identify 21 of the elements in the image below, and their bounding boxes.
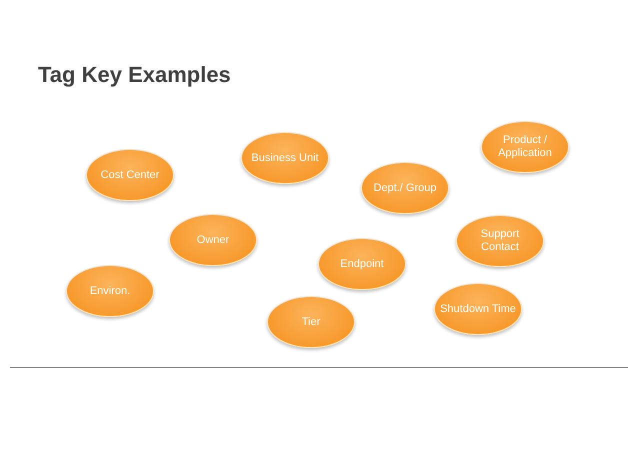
tag-ellipse	[66, 265, 154, 317]
tag-ellipse	[434, 283, 522, 335]
tag-key-label: Shutdown Time	[440, 302, 516, 316]
tag-ellipse	[267, 296, 355, 348]
tag-key-label: Dept./ Group	[374, 182, 436, 194]
tag-ellipse	[361, 162, 449, 214]
slide-title: Tag Key Examples	[38, 62, 231, 88]
tag-key-label: Owner	[196, 234, 230, 246]
tag-key-label: Product / Application	[497, 134, 553, 160]
tag-ellipse	[318, 238, 406, 290]
tag-ellipse	[241, 132, 329, 184]
tag-ellipse	[456, 215, 544, 267]
tag-ellipse	[481, 121, 569, 173]
tag-key-label: Support Contact	[480, 228, 520, 254]
tag-ellipse	[169, 214, 257, 266]
tag-ellipse	[86, 149, 174, 201]
tag-key-label: Business Unit	[251, 152, 319, 164]
tag-key-label: Environ.	[90, 284, 130, 298]
tag-key-label: Tier	[302, 316, 320, 328]
tag-key-label: Endpoint	[340, 258, 384, 270]
tag-key-label: Cost Center	[100, 168, 160, 182]
